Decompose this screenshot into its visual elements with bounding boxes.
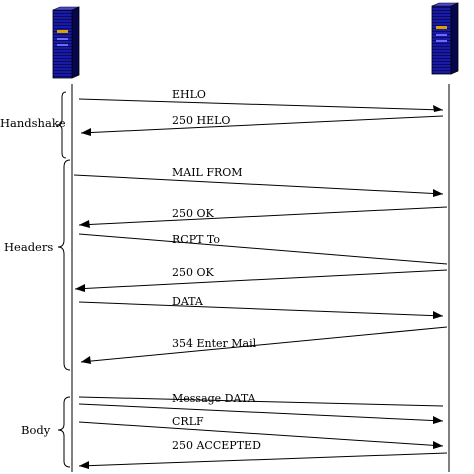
message-label: Message DATA [172,392,257,405]
message-label: MAIL FROM [172,166,243,179]
message-label: EHLO [172,88,206,101]
phase-label-body: Body [21,423,51,437]
mail-server-icon [431,2,459,75]
phase-label-handshake: Handshake [0,116,66,130]
message-label: 250 OK [172,266,215,279]
message-250-ok-1: 250 OK [78,206,448,228]
phase-label-headers: Headers [4,240,53,254]
message-354-enter-mail: 354 Enter Mail [80,326,448,364]
handshake-brace [56,91,67,159]
message-label-rcpt-to: RCPT To [172,233,220,246]
message-mail-from: MAIL FROM [73,166,444,197]
message-ehlo: EHLO [78,88,444,112]
message-crlf: CRLF [78,415,444,449]
message-250-accepted: 250 ACCEPTED [78,439,448,469]
message-label: 250 ACCEPTED [172,439,261,452]
message-data: DATA [78,295,444,319]
message-label: 354 Enter Mail [172,337,257,350]
body-brace [57,396,71,468]
message-rcpt-to [78,233,448,265]
client-server-icon [52,6,80,79]
message-label: 250 OK [172,207,215,220]
message-label: CRLF [172,415,204,428]
message-message-data: Message DATA [78,392,444,424]
headers-brace [57,159,71,371]
message-label: 250 HELO [172,114,230,127]
message-250-ok-2: 250 OK [74,266,448,292]
message-label: DATA [172,295,204,308]
message-250-helo: 250 HELO [80,114,444,136]
